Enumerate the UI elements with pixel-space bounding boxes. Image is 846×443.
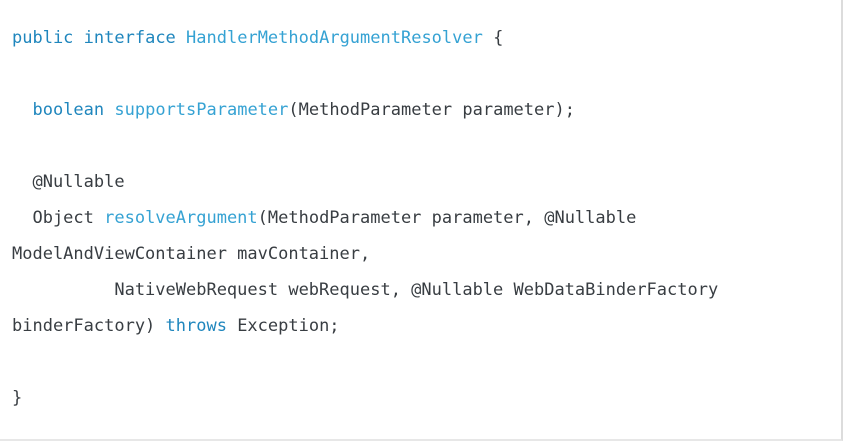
- code-line: }: [12, 380, 829, 416]
- code-token-plain: (MethodParameter parameter, @Nullable: [257, 208, 637, 228]
- code-token-name: HandlerMethodArgumentResolver: [186, 28, 483, 48]
- code-token-plain: [176, 28, 186, 48]
- code-line: boolean supportsParameter(MethodParamete…: [12, 92, 829, 128]
- code-line: ModelAndViewContainer mavContainer,: [12, 236, 829, 272]
- code-token-plain: Exception;: [226, 316, 340, 336]
- code-line: binderFactory) throws Exception;: [12, 308, 829, 344]
- code-token-plain: ModelAndViewContainer mavContainer,: [12, 244, 371, 264]
- code-token-name: supportsParameter: [114, 100, 289, 120]
- code-token-plain: NativeWebRequest webRequest, @Nullable W…: [12, 280, 719, 300]
- code-token-keyword: interface: [83, 28, 176, 48]
- code-token-keyword: public: [12, 28, 74, 48]
- code-token-name: resolveArgument: [104, 208, 258, 228]
- code-line: @Nullable: [12, 164, 829, 200]
- code-token-plain: @Nullable: [12, 172, 125, 192]
- code-line: public interface HandlerMethodArgumentRe…: [12, 20, 829, 56]
- code-token-keyword: throws: [165, 316, 227, 336]
- code-token-plain: [73, 28, 83, 48]
- code-token-plain: [104, 100, 114, 120]
- code-token-plain: {: [482, 28, 504, 48]
- code-token-plain: (MethodParameter parameter);: [288, 100, 575, 120]
- code-token-plain: }: [12, 388, 23, 408]
- code-line: Object resolveArgument(MethodParameter p…: [12, 200, 829, 236]
- code-token-plain: Object: [12, 208, 105, 228]
- code-line: [12, 344, 829, 380]
- code-token-plain: [12, 100, 32, 120]
- code-token-keyword: boolean: [32, 100, 105, 120]
- code-token-plain: binderFactory): [12, 316, 166, 336]
- code-line: [12, 56, 829, 92]
- code-line: NativeWebRequest webRequest, @Nullable W…: [12, 272, 829, 308]
- code-line: [12, 128, 829, 164]
